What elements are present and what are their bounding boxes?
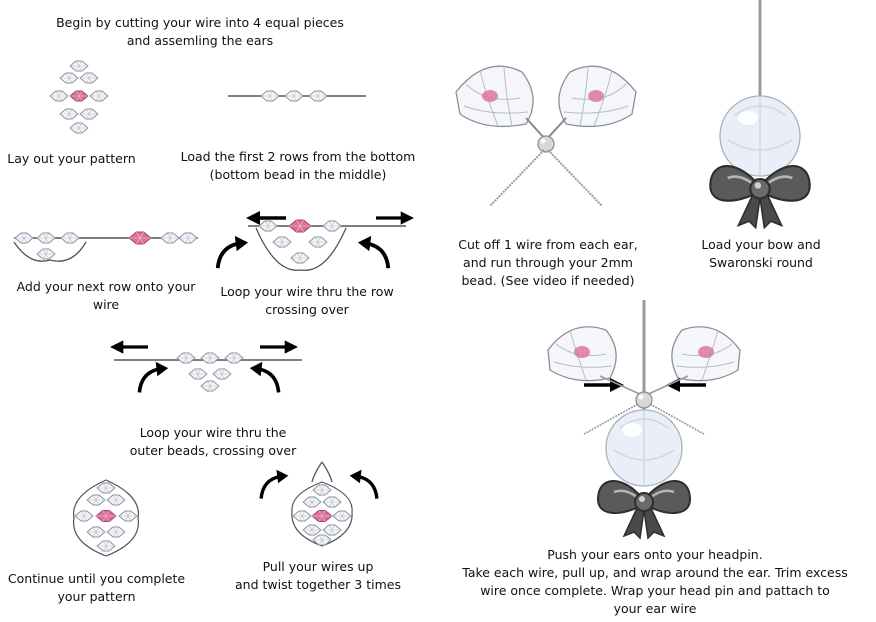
right-ear-assembled: [671, 326, 741, 382]
ears-with-bead-illustration: [446, 52, 646, 212]
assembled-earring-illustration: [540, 300, 750, 540]
loop-outer-illustration: [108, 334, 308, 400]
step-loop-outer-caption: Loop your wire thru the outer beads, cro…: [129, 425, 297, 458]
left-ear: [455, 65, 534, 128]
right-ear: [558, 65, 637, 128]
complete-pattern-illustration: [68, 476, 144, 560]
bow-and-round-illustration: [700, 0, 820, 230]
step-next-row-caption: Add your next row onto your wire: [16, 279, 196, 312]
step-loop-row-caption: Loop your wire thru the row crossing ove…: [220, 284, 394, 317]
loop-row-illustration: [206, 204, 416, 279]
wire-next-row-illustration: [10, 220, 200, 270]
step-load-bow-caption: Load your bow and Swaronski round: [701, 237, 821, 270]
step-continue-caption: Continue until you complete your pattern: [7, 571, 186, 604]
pattern-diamond-illustration: [44, 58, 114, 138]
pull-twist-illustration: [256, 458, 386, 550]
step-cut-wire-caption: Cut off 1 wire from each ear, and run th…: [458, 237, 638, 288]
step-layout-caption: Lay out your pattern: [7, 151, 136, 166]
step-intro-caption: Begin by cutting your wire into 4 equal …: [56, 15, 344, 48]
step-load-rows-caption: Load the first 2 rows from the bottom (b…: [180, 149, 416, 182]
left-ear-assembled: [547, 326, 617, 382]
step-push-ears-caption: Push your ears onto your headpin. Take e…: [462, 547, 848, 616]
step-pull-twist-caption: Pull your wires up and twist together 3 …: [235, 559, 401, 592]
wire-first-rows-illustration: [228, 86, 368, 106]
